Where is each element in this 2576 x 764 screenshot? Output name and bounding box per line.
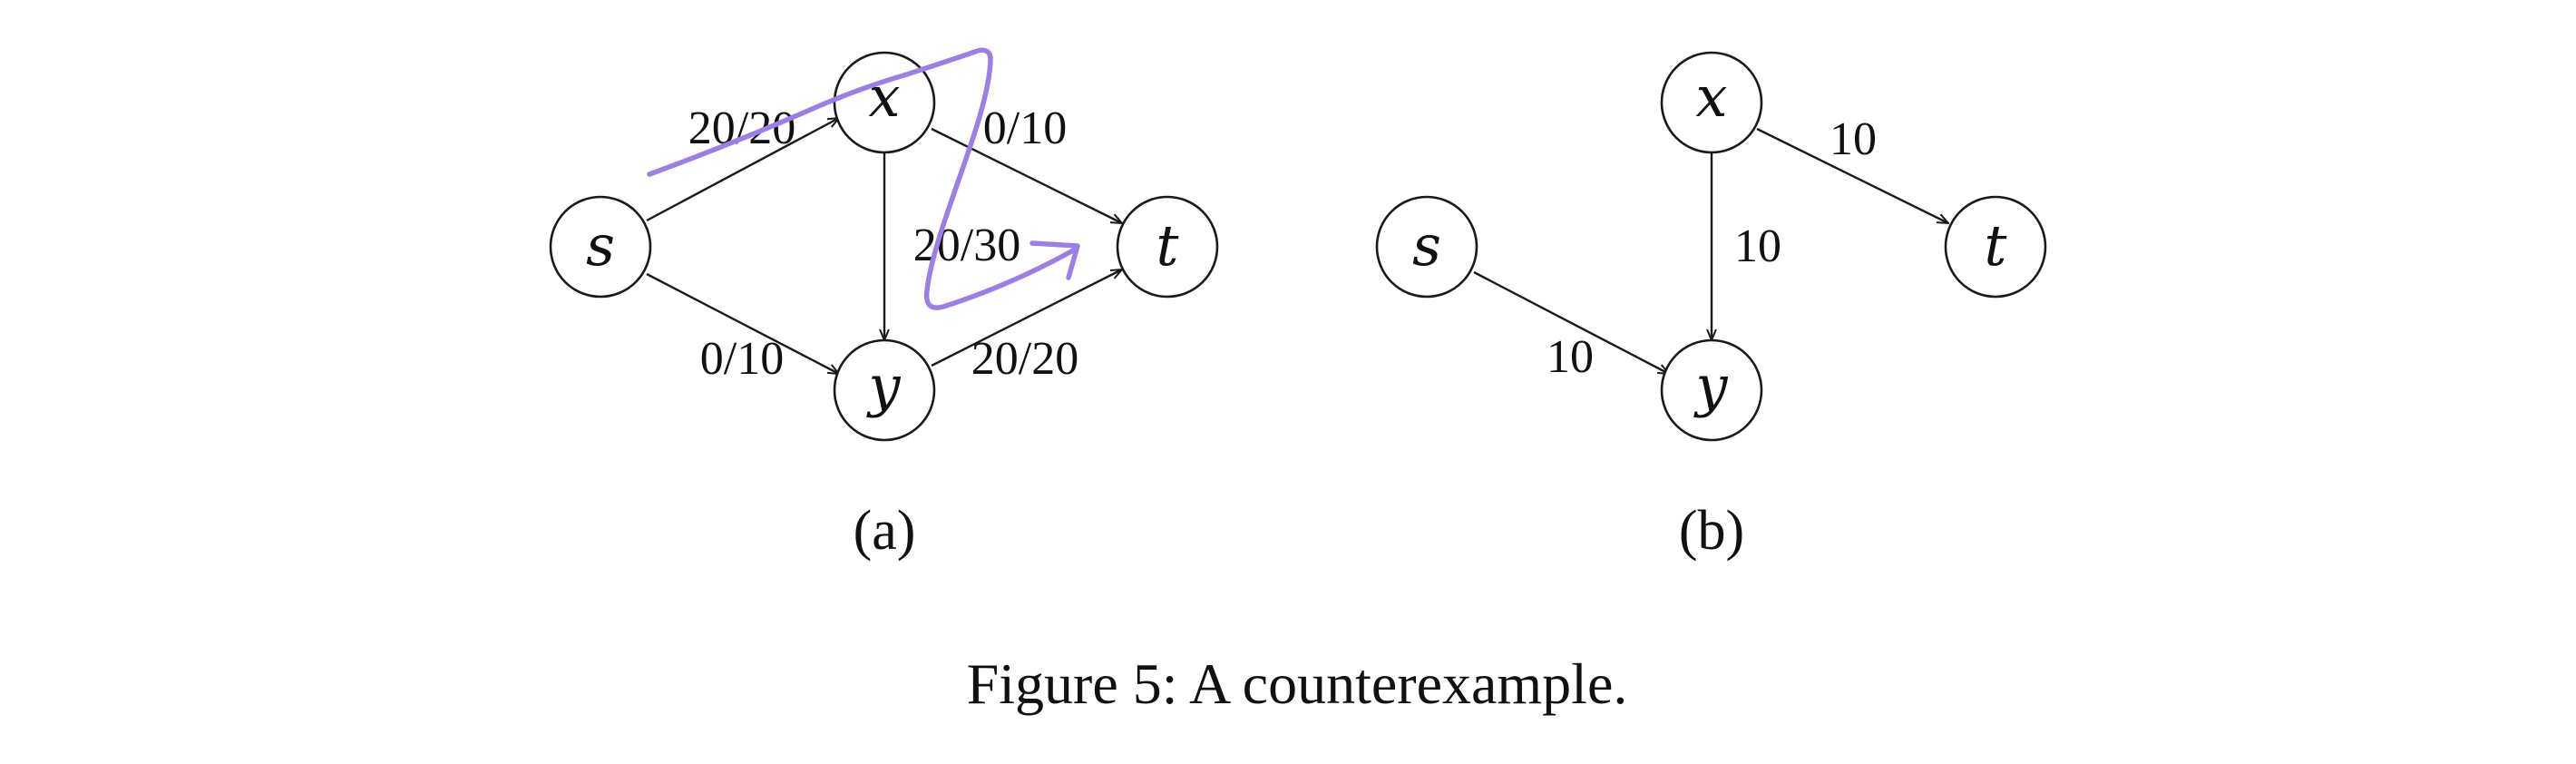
node-b-x: x [1660,51,1763,154]
edge-a-x-t-label: 0/10 [983,103,1067,154]
node-b-y-label: y [1693,353,1728,419]
edge-a-y-t-label: 20/20 [971,333,1078,385]
node-a-y: y [833,338,936,442]
node-a-x-label: x [869,64,901,130]
edge-a-s-x-label: 20/20 [688,103,795,154]
edge-b-x-t [1756,127,1948,223]
diagram-a: s x y t 20/20 0/10 0/10 20/30 20/20 (a) [549,47,1219,562]
diagram-b: s x y t 10 10 10 (b) [1375,51,2047,562]
edge-a-x-y-label: 20/30 [913,220,1020,271]
node-b-x-label: x [1696,64,1728,130]
annotation-arrowhead [1029,240,1080,280]
node-a-t-label: t [1156,212,1179,279]
annotation-path [647,47,1078,310]
node-b-y: y [1660,338,1763,442]
edge-a-s-y-label: 0/10 [700,333,784,385]
edge-a-s-x [646,118,839,222]
node-a-s: s [549,195,652,299]
edge-a-x-t [931,127,1122,223]
edge-b-s-y [1473,270,1669,374]
edge-a-y-t [931,269,1122,367]
node-b-s-label: s [1412,212,1441,279]
subfigure-a-label: (a) [854,500,916,562]
subfigure-b-label: (b) [1679,500,1744,562]
node-a-y-label: y [865,353,901,419]
edge-a-s-y [646,272,839,374]
edge-b-x-y-label: 10 [1734,220,1781,272]
figure-caption: Figure 5: A counterexample. [967,651,1628,716]
node-a-s-label: s [586,212,615,279]
node-a-x: x [833,51,936,154]
node-a-t: t [1116,195,1219,299]
node-b-s: s [1375,195,1478,299]
node-b-t: t [1944,195,2047,299]
edge-b-s-y-label: 10 [1547,331,1594,383]
node-b-t-label: t [1985,212,2007,279]
edge-b-x-t-label: 10 [1830,113,1877,165]
